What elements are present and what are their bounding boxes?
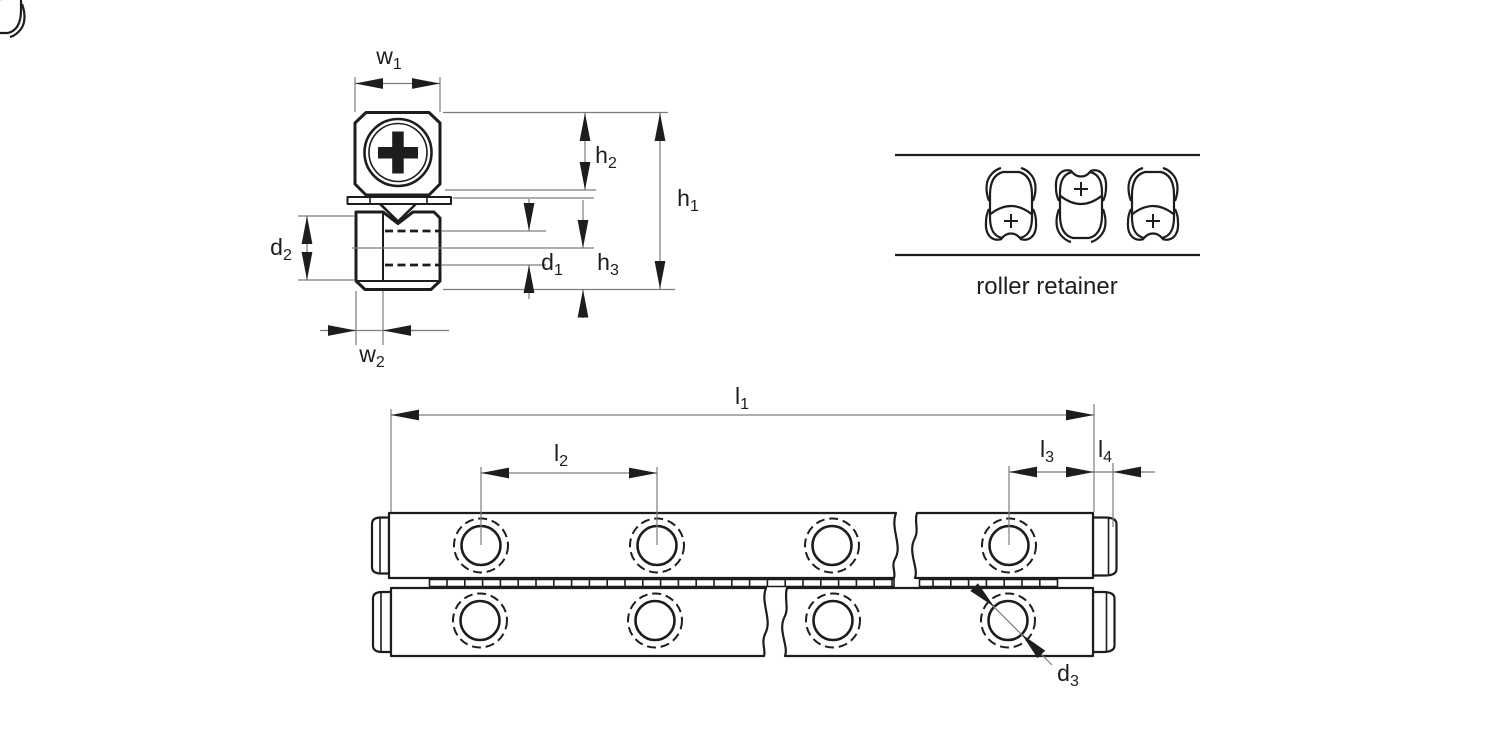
label-h3: h3 (597, 249, 619, 279)
rack-strip-left (428, 578, 895, 588)
hole (459, 599, 501, 642)
hole-counterbore-dashed (627, 592, 683, 649)
ext-line (480, 467, 658, 545)
dim-d2: d2 (270, 215, 355, 281)
hole-counterbore-dashed (980, 592, 1036, 649)
bottom-rail-right-cap (1091, 590, 1116, 654)
label-w1: w1 (375, 43, 402, 73)
label-l2: l2 (554, 440, 568, 470)
label-l3: l3 (1040, 436, 1054, 466)
hole (811, 524, 853, 567)
bottom-rail-left-cap (371, 590, 393, 654)
dim-d1: d1 (523, 199, 563, 299)
cross-section-view: w1 d2 w2 h2 h1 (270, 43, 699, 371)
retainer-strip (346, 196, 452, 205)
label-h2: h2 (595, 142, 617, 172)
crossed-roller (984, 166, 1038, 241)
hole (634, 599, 676, 642)
dim-arrow-lower (1021, 633, 1046, 659)
dim-h3: h3 (577, 200, 619, 318)
dim-w2: w2 (320, 291, 449, 371)
label-d3: d3 (1057, 660, 1079, 690)
crossed-roller (1054, 169, 1108, 244)
bottom-rail-holes (452, 592, 1036, 649)
ext-line (390, 404, 1095, 512)
label-d1: d1 (541, 249, 563, 279)
top-rail-piece-left (387, 511, 899, 580)
dim-l1: l1 (390, 383, 1095, 512)
top-rail-piece-right (911, 511, 1095, 580)
hole-counterbore-dashed (804, 517, 860, 574)
dim-h2: h2 (579, 113, 617, 190)
screw-head-circle-inner (368, 122, 428, 183)
dim-l3: l3 (1008, 436, 1094, 545)
dim-d3: d3 (970, 583, 1079, 690)
ext-line (355, 291, 384, 345)
crossed-roller (0, 0, 26, 39)
dim-arrow-upper (970, 583, 995, 608)
rack-strip-right (918, 578, 1059, 588)
rail-assembly-view: l1 l2 l3 l4 d3 (370, 383, 1155, 690)
phillips-cross-vertical (392, 131, 404, 174)
dim-l4: l4 (1094, 436, 1155, 527)
rack-teeth-right (932, 579, 1041, 587)
rack-teeth-left (446, 579, 893, 587)
hole-counterbore-dashed (805, 592, 861, 649)
roller-retainer-view: roller retainer (0, 0, 1200, 300)
label-l4: l4 (1098, 436, 1112, 466)
hole (812, 599, 854, 642)
crossed-roller (1126, 166, 1180, 241)
retainer-clip-lower-right (9, 3, 26, 39)
top-rail-right-cap (1091, 516, 1118, 577)
ext-line (354, 77, 441, 112)
label-h1: h1 (677, 185, 699, 215)
bushing-body-outline (354, 210, 442, 291)
label-w2: w2 (358, 341, 385, 371)
bottom-rail-piece-right (781, 586, 1095, 658)
hole-counterbore-dashed (452, 592, 508, 649)
roller-barrel (0, 0, 23, 35)
roller-retainer-caption: roller retainer (976, 273, 1117, 300)
screw-head-circle-outer (363, 117, 433, 188)
dim-w1: w1 (354, 43, 441, 112)
dim-l2: l2 (480, 440, 658, 545)
label-l1: l1 (735, 383, 749, 413)
bottom-rail-piece-left (389, 586, 769, 658)
label-d2: d2 (270, 234, 292, 264)
hole (987, 599, 1029, 642)
dim-h1: h1 (654, 113, 699, 289)
